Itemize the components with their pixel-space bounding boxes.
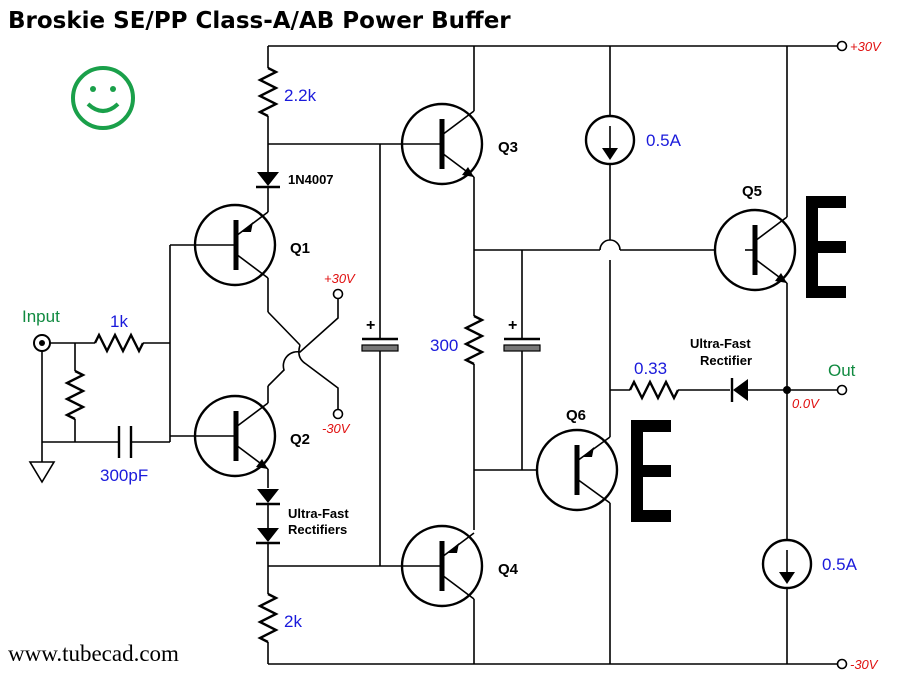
current-source-top-label: 0.5A [646, 131, 682, 150]
transistor-q6 [535, 410, 619, 664]
output-voltage-label: 0.0V [792, 396, 820, 411]
q2-label: Q2 [290, 431, 310, 448]
rectifier-label-1: Ultra-Fast [690, 336, 751, 351]
diode-ultra-fast-output [730, 378, 787, 402]
capacitor-bootstrap-right: + [503, 250, 541, 470]
resistor-input-shunt [64, 343, 86, 442]
transistor-q1 [170, 203, 277, 312]
diode-1n4007-label: 1N4007 [288, 172, 334, 187]
resistor-2k2 [257, 46, 279, 144]
small-rail-pos-label: +30V [324, 271, 356, 286]
resistor-033 [610, 379, 730, 401]
input-label: Input [22, 307, 60, 326]
transistor-q4 [380, 524, 484, 664]
diode-1n4007 [256, 144, 280, 205]
capacitor-300pf-label: 300pF [100, 466, 148, 485]
diodes-uf-label-1: Ultra-Fast [288, 506, 349, 521]
rail-neg-label: -30V [850, 657, 879, 672]
input-jack [33, 334, 95, 442]
rectifier-label-2: Rectifier [700, 353, 752, 368]
rail-pos-label: +30V [850, 39, 882, 54]
q6-label: Q6 [566, 407, 586, 424]
output-label: Out [828, 361, 856, 380]
q5-base-wire [474, 239, 745, 251]
capacitor-bootstrap-left: + [361, 144, 399, 566]
transistor-q3 [380, 46, 484, 316]
small-rail-neg-label: -30V [322, 421, 351, 436]
resistor-1k [93, 332, 170, 354]
capacitor-300pf [117, 426, 170, 458]
resistor-033-label: 0.33 [634, 359, 667, 378]
q4-label: Q4 [498, 561, 519, 578]
q3-label: Q3 [498, 139, 518, 156]
q5-label: Q5 [742, 183, 762, 200]
heatsink-icon [631, 420, 671, 522]
small-rail-pos-terminal [332, 288, 344, 300]
current-source-top [584, 46, 636, 410]
resistor-300 [463, 314, 485, 530]
current-source-bottom [761, 538, 813, 664]
negative-rail [268, 658, 848, 670]
transistor-q2 [170, 386, 277, 488]
heatsink-icon [806, 196, 846, 298]
svg-text:+: + [366, 317, 375, 334]
resistor-2k-label: 2k [284, 612, 302, 631]
website-url: www.tubecad.com [8, 641, 179, 666]
diodes-ultra-fast [256, 489, 280, 566]
q1-label: Q1 [290, 240, 310, 257]
small-rail-neg-terminal [332, 408, 344, 420]
current-source-bottom-label: 0.5A [822, 555, 858, 574]
output-node [783, 384, 848, 396]
ground-icon [28, 442, 56, 484]
q1-q2-crossover [267, 298, 339, 410]
resistor-300-label: 300 [430, 336, 458, 355]
svg-text:+: + [508, 317, 517, 334]
diagram-title: Broskie SE/PP Class-A/AB Power Buffer [8, 8, 511, 34]
resistor-2k [257, 566, 279, 664]
diodes-uf-label-2: Rectifiers [288, 522, 347, 537]
transistor-q5 [713, 46, 797, 540]
resistor-1k-label: 1k [110, 312, 128, 331]
positive-rail [268, 40, 848, 52]
smiley-face-icon [71, 66, 135, 130]
resistor-2k2-label: 2.2k [284, 86, 317, 105]
